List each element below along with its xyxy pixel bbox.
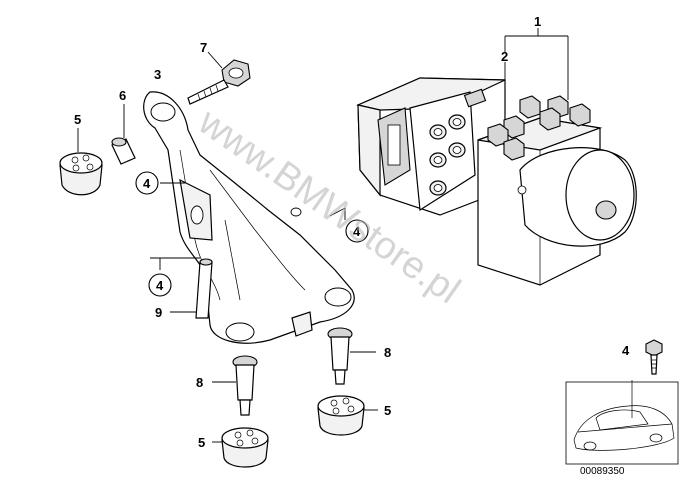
diagram-code: 00089350 [580,466,625,477]
rubber-mount-bottom-left[interactable] [221,427,269,468]
callout-7[interactable]: 7 [200,40,207,55]
callout-8-b[interactable]: 8 [384,345,391,360]
bracket[interactable] [143,91,355,344]
rubber-mount-top[interactable] [59,152,103,196]
callout-4-circle-b [345,219,369,243]
hydraulic-unit[interactable] [356,77,637,286]
callout-5-b[interactable]: 5 [384,403,391,418]
callout-4-c[interactable]: 4 [156,278,164,293]
hex-fittings [487,95,591,161]
callout-4-circle-c [148,273,172,297]
callout-8-a[interactable]: 8 [196,375,203,390]
stud-pin-left[interactable] [232,355,258,416]
car-icon [573,405,675,451]
callout-4-b[interactable]: 4 [353,224,361,239]
callout-3[interactable]: 3 [154,67,161,82]
callout-4-circle-a [135,171,159,195]
callout-1[interactable]: 1 [534,14,541,29]
inset-bolt[interactable] [645,339,663,375]
callout-2[interactable]: 2 [501,49,508,64]
pump-motor [517,147,637,247]
callout-6[interactable]: 6 [119,88,126,103]
valve-ports [429,114,466,196]
callout-4-a[interactable]: 4 [143,176,151,191]
callout-4-d[interactable]: 4 [622,343,630,358]
bushing[interactable] [111,137,136,165]
inset-box [565,380,679,465]
tube[interactable] [195,258,213,319]
callout-5-a[interactable]: 5 [74,112,81,127]
callout-5-c[interactable]: 5 [198,435,205,450]
callout-9[interactable]: 9 [155,305,162,320]
hex-bolt[interactable] [187,59,251,105]
stud-pin-right[interactable] [327,327,353,385]
rubber-mount-bottom-right[interactable] [317,395,365,436]
